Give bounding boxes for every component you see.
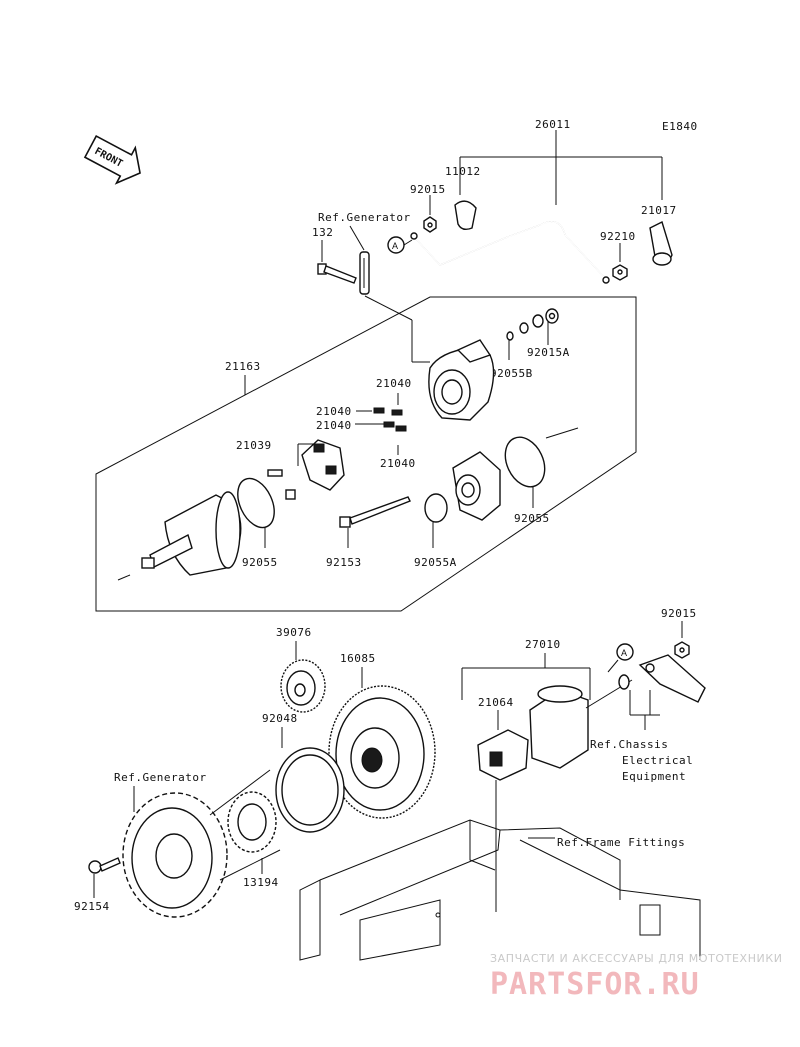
- nut-92015-right: [674, 641, 690, 659]
- part-number-21040-b: 21040: [316, 405, 352, 418]
- ref-chassis-line3: Equipment: [622, 770, 686, 783]
- callout-a-bottom-letter: A: [621, 648, 627, 658]
- part-number-92055-right: 92055: [514, 512, 550, 525]
- part-number-21039: 21039: [236, 439, 272, 452]
- diagram-code: E1840: [662, 120, 698, 133]
- part-number-132: 132: [312, 226, 333, 239]
- idle-gear-39076: [280, 659, 326, 713]
- ref-generator-top: Ref.Generator: [318, 211, 411, 224]
- terminal-cap-11012: [454, 200, 477, 231]
- starter-clutch-gear-16085: [328, 685, 436, 819]
- part-number-21040-d: 21040: [380, 457, 416, 470]
- part-number-27010: 27010: [525, 638, 561, 651]
- generator-rotor: [122, 769, 281, 918]
- part-number-92055b: 92055B: [490, 367, 533, 380]
- starter-motor-yoke: [117, 491, 242, 581]
- part-number-92048: 92048: [262, 712, 298, 725]
- o-ring-92055-left: [237, 477, 275, 529]
- part-number-92055a: 92055A: [414, 556, 457, 569]
- part-number-26011: 26011: [535, 118, 571, 131]
- callout-a-bottom: A: [607, 643, 634, 673]
- washer-92015a: [519, 308, 559, 334]
- front-arrow-icon: FRONT: [83, 134, 141, 185]
- o-ring-92048: [275, 747, 345, 833]
- part-number-21040-a: 21040: [376, 377, 412, 390]
- part-number-92015-top: 92015: [410, 183, 446, 196]
- bolt-132: [317, 263, 357, 284]
- watermark-tagline: ЗАПЧАСТИ И АКСЕССУАРЫ ДЛЯ МОТОТЕХНИКИ: [490, 952, 783, 965]
- part-number-92153: 92153: [326, 556, 362, 569]
- part-number-21064: 21064: [478, 696, 514, 709]
- ref-chassis-line2: Electrical: [622, 754, 693, 767]
- o-ring-92055-right: [504, 436, 546, 488]
- part-number-21163: 21163: [225, 360, 261, 373]
- one-way-clutch-13194: [227, 791, 277, 853]
- callout-a-top: A: [387, 236, 413, 254]
- relay-cover-21064: [477, 729, 529, 781]
- ref-chassis-line1: Ref.Chassis: [590, 738, 668, 751]
- part-number-92015a: 92015A: [527, 346, 570, 359]
- ref-frame-fittings: Ref.Frame Fittings: [557, 836, 685, 849]
- brush-holder-21039: [267, 439, 345, 500]
- part-number-92015-right: 92015: [661, 607, 697, 620]
- watermark-brand: PARTSFOR.RU: [490, 967, 700, 1002]
- battery-terminal-chassis: [618, 654, 706, 703]
- terminal-boot-21017: [649, 221, 673, 266]
- part-number-13194: 13194: [243, 876, 279, 889]
- axis-line: [545, 427, 579, 439]
- part-number-21040-c: 21040: [316, 419, 352, 432]
- leader-lines-top: [321, 130, 663, 262]
- o-ring-92055a: [424, 493, 448, 523]
- nut-92015-top: [423, 216, 437, 233]
- generator-strap: [359, 251, 370, 295]
- starter-relay-27010: [529, 685, 589, 769]
- brush-springs-21040: [373, 407, 407, 432]
- starter-rear-cover: [428, 339, 495, 421]
- through-bolt-92153: [339, 496, 411, 528]
- nut-92210: [612, 264, 628, 281]
- ref-generator-bottom: Ref.Generator: [114, 771, 207, 784]
- bolt-92154: [88, 857, 121, 874]
- o-ring-92055b: [506, 331, 514, 341]
- frame-sketch: [299, 819, 701, 961]
- starter-front-cover: [452, 451, 501, 521]
- starter-cable: [410, 221, 610, 284]
- assembly-boundary-21163: [95, 296, 637, 612]
- part-number-92210: 92210: [600, 230, 636, 243]
- part-number-92055-left: 92055: [242, 556, 278, 569]
- leader-lines-middle: [264, 295, 549, 548]
- leader-lines-relay: [461, 621, 683, 912]
- part-number-21017: 21017: [641, 204, 677, 217]
- part-number-11012: 11012: [445, 165, 481, 178]
- part-number-92154: 92154: [74, 900, 110, 913]
- callout-a-top-letter: A: [392, 241, 398, 251]
- part-number-16085: 16085: [340, 652, 376, 665]
- part-number-39076: 39076: [276, 626, 312, 639]
